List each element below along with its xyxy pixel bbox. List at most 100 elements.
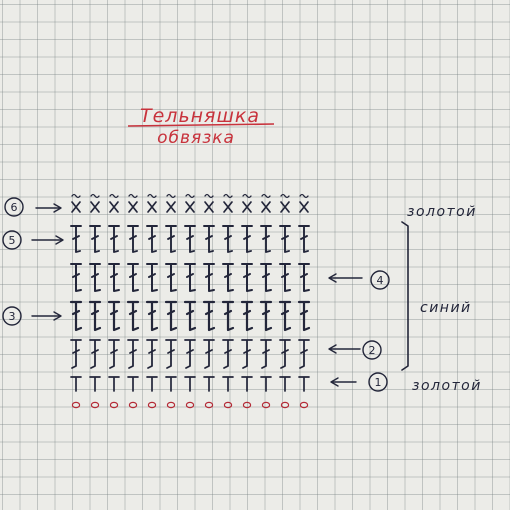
chain-stitch (242, 401, 252, 409)
chain-stitch (147, 401, 157, 409)
post-dc-stitch (278, 300, 292, 332)
dc-stitch (241, 339, 253, 369)
dc-stitch (165, 263, 177, 292)
stitch-row-3 (69, 300, 311, 332)
hdc-stitch (241, 376, 253, 392)
crab-stitch (299, 193, 309, 213)
crab-stitch (90, 193, 100, 213)
stitch-row-5 (70, 225, 310, 253)
post-dc-stitch (126, 300, 140, 332)
stitch-row-6 (71, 193, 309, 213)
dc-stitch (203, 339, 215, 369)
hdc-stitch (89, 376, 101, 392)
dc-stitch (222, 339, 234, 369)
dc-stitch (279, 339, 291, 369)
svg-text:5: 5 (9, 234, 16, 247)
dc-stitch (146, 263, 158, 292)
dc-stitch (222, 263, 234, 292)
post-dc-stitch (107, 300, 121, 332)
post-dc-stitch (259, 300, 273, 332)
dc-stitch (298, 263, 310, 292)
dc-stitch (279, 225, 291, 253)
stitch-row-2 (70, 339, 310, 369)
chain-stitch (280, 401, 290, 409)
post-dc-stitch (221, 300, 235, 332)
dc-stitch (184, 263, 196, 292)
crab-stitch (223, 193, 233, 213)
dc-stitch (260, 263, 272, 292)
hdc-stitch (279, 376, 291, 392)
crab-stitch (261, 193, 271, 213)
arrow-icon (328, 273, 363, 283)
post-dc-stitch (297, 300, 311, 332)
dc-stitch (241, 263, 253, 292)
row-marker-3: 3 (2, 306, 62, 326)
stitch-row-1 (70, 376, 310, 392)
dc-stitch (222, 225, 234, 253)
row-marker-1: 1 (330, 372, 388, 392)
row-marker-2: 2 (328, 340, 382, 360)
arrow-icon (330, 377, 357, 387)
foundation-chain-row (71, 401, 309, 409)
post-dc-stitch (88, 300, 102, 332)
dc-stitch (146, 225, 158, 253)
dc-stitch (70, 225, 82, 253)
chain-stitch (71, 401, 81, 409)
dc-stitch (165, 339, 177, 369)
hdc-stitch (260, 376, 272, 392)
dc-stitch (70, 339, 82, 369)
hdc-stitch (298, 376, 310, 392)
svg-text:2: 2 (369, 344, 376, 357)
crab-stitch (166, 193, 176, 213)
dc-stitch (165, 225, 177, 253)
dc-stitch (89, 225, 101, 253)
title-underline (127, 123, 275, 127)
crab-stitch (242, 193, 252, 213)
chain-stitch (166, 401, 176, 409)
row-marker-5: 5 (2, 230, 64, 250)
dc-stitch (184, 225, 196, 253)
dc-stitch (184, 339, 196, 369)
hdc-stitch (222, 376, 234, 392)
chain-stitch (90, 401, 100, 409)
post-dc-stitch (164, 300, 178, 332)
svg-text:4: 4 (377, 274, 384, 287)
arrow-icon (328, 344, 361, 354)
hdc-stitch (203, 376, 215, 392)
diagram-title: Тельняшка (140, 105, 260, 127)
crab-stitch (147, 193, 157, 213)
crab-stitch (185, 193, 195, 213)
dc-stitch (298, 225, 310, 253)
crab-stitch (280, 193, 290, 213)
color-label-bottom: золотой (412, 378, 482, 394)
post-dc-stitch (240, 300, 254, 332)
hdc-stitch (146, 376, 158, 392)
post-dc-stitch (145, 300, 159, 332)
svg-text:1: 1 (375, 376, 382, 389)
hdc-stitch (70, 376, 82, 392)
hdc-stitch (184, 376, 196, 392)
dc-stitch (127, 225, 139, 253)
chain-stitch (223, 401, 233, 409)
dc-stitch (89, 339, 101, 369)
post-dc-stitch (183, 300, 197, 332)
row-marker-4: 4 (328, 270, 390, 290)
diagram-subtitle: обвязка (157, 128, 235, 148)
blue-section-bracket (401, 221, 409, 371)
chain-stitch (185, 401, 195, 409)
row-marker-6: 6 (4, 197, 62, 217)
dc-stitch (260, 339, 272, 369)
chain-stitch (109, 401, 119, 409)
dc-stitch (260, 225, 272, 253)
dc-stitch (241, 225, 253, 253)
crab-stitch (109, 193, 119, 213)
dc-stitch (108, 339, 120, 369)
chain-stitch (204, 401, 214, 409)
arrow-icon (31, 311, 62, 321)
crab-stitch (71, 193, 81, 213)
dc-stitch (89, 263, 101, 292)
color-label-top: золотой (407, 204, 477, 220)
arrow-icon (35, 203, 62, 213)
